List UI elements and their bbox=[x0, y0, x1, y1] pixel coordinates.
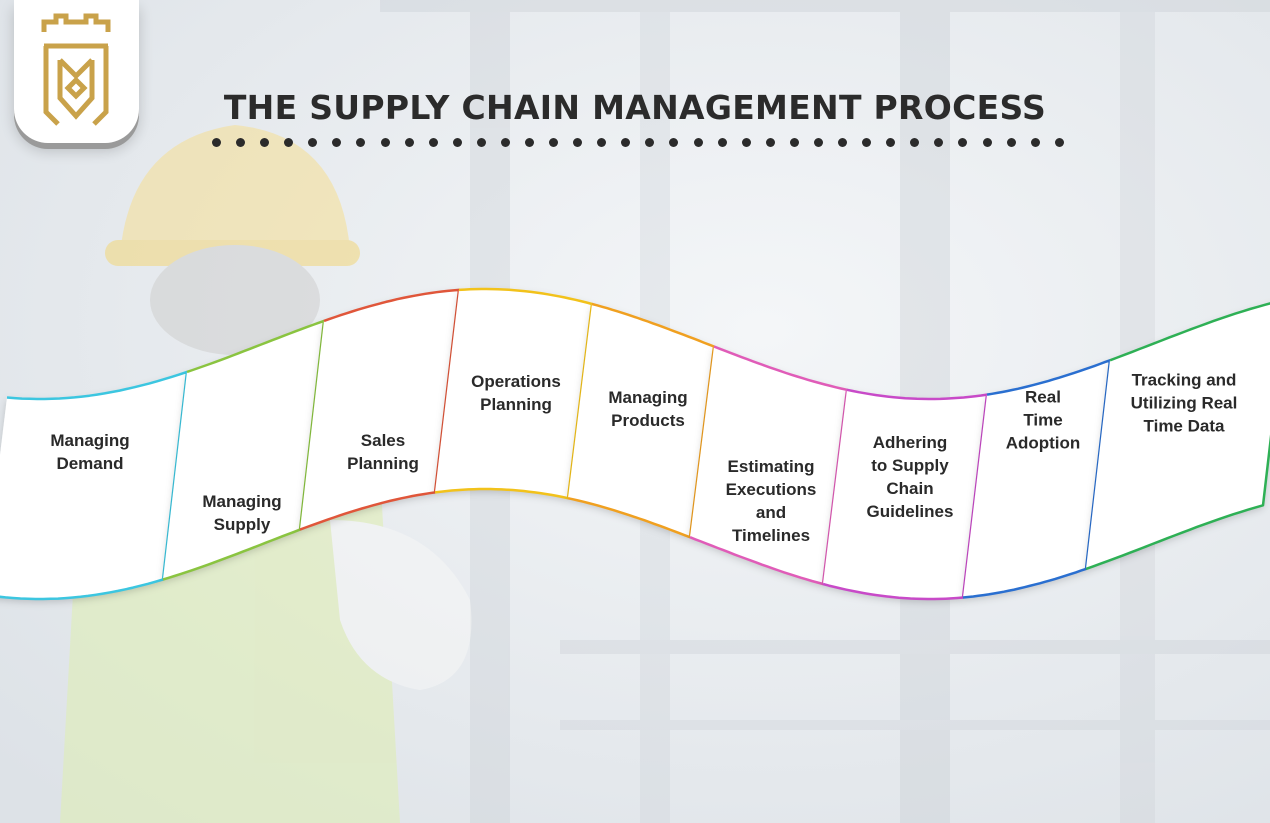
title-dot bbox=[1006, 137, 1016, 147]
process-wave bbox=[0, 287, 1270, 601]
title-dot bbox=[741, 137, 751, 147]
title-dot bbox=[597, 137, 607, 147]
page-title: THE SUPPLY CHAIN MANAGEMENT PROCESS bbox=[223, 88, 1047, 127]
process-step-label: Tracking and Utilizing Real Time Data bbox=[1130, 370, 1238, 436]
process-step-label: Operations Planning bbox=[471, 372, 561, 414]
title-dot bbox=[886, 137, 896, 147]
title-dot bbox=[717, 137, 727, 147]
process-step-label: Adhering to Supply Chain Guidelines bbox=[866, 433, 954, 521]
crown-monogram-logo-icon bbox=[41, 13, 111, 126]
title-dot bbox=[549, 137, 559, 147]
title-dot bbox=[404, 137, 414, 147]
process-step-panel bbox=[568, 304, 714, 538]
title-dot bbox=[308, 137, 318, 147]
title-dot bbox=[862, 137, 872, 147]
title-dot bbox=[573, 137, 583, 147]
title-dot bbox=[645, 137, 655, 147]
title-dot bbox=[500, 137, 510, 147]
title-dot bbox=[380, 137, 390, 147]
process-step-outline bbox=[822, 388, 989, 601]
title-dot bbox=[669, 137, 679, 147]
process-step-panel bbox=[163, 320, 324, 580]
title-dot bbox=[621, 137, 631, 147]
title-dot bbox=[212, 137, 221, 147]
process-step-panel bbox=[0, 371, 187, 599]
process-step-panel bbox=[1086, 303, 1270, 569]
title-dot bbox=[284, 137, 294, 147]
title-dot bbox=[356, 137, 366, 147]
title-dot bbox=[765, 137, 775, 147]
title-dot bbox=[332, 137, 342, 147]
title-dot bbox=[236, 137, 246, 147]
process-step-panel bbox=[963, 360, 1110, 598]
process-step-label: Managing Demand bbox=[50, 431, 130, 473]
title-dot bbox=[693, 137, 703, 147]
title-dot bbox=[260, 137, 270, 147]
process-step-label: Real Time Adoption bbox=[1005, 387, 1081, 453]
process-step-label: Managing Products bbox=[608, 388, 688, 430]
brand-logo-card bbox=[14, 0, 139, 143]
process-step-label: Sales Planning bbox=[347, 431, 419, 473]
process-step-panel bbox=[300, 289, 459, 530]
process-step-panel bbox=[823, 389, 987, 599]
title-dot bbox=[1030, 137, 1040, 147]
title-dot bbox=[476, 137, 486, 147]
process-step-panel bbox=[435, 289, 592, 499]
title-dot bbox=[428, 137, 438, 147]
title-dot bbox=[958, 137, 968, 147]
title-dot bbox=[789, 137, 799, 147]
title-dot bbox=[525, 137, 535, 147]
title-dot bbox=[452, 137, 462, 147]
title-dot bbox=[838, 137, 848, 147]
title-dot bbox=[813, 137, 823, 147]
process-step-label: Managing Supply bbox=[202, 492, 282, 534]
title-dotted-underline bbox=[212, 136, 1064, 148]
process-step-outline bbox=[1085, 302, 1270, 571]
title-dot bbox=[1054, 137, 1064, 147]
process-step-label: Estimating Executions and Timelines bbox=[725, 457, 817, 545]
title-dot bbox=[982, 137, 992, 147]
title-dot bbox=[910, 137, 920, 147]
title-dot bbox=[934, 137, 944, 147]
process-step-panel bbox=[690, 346, 847, 584]
